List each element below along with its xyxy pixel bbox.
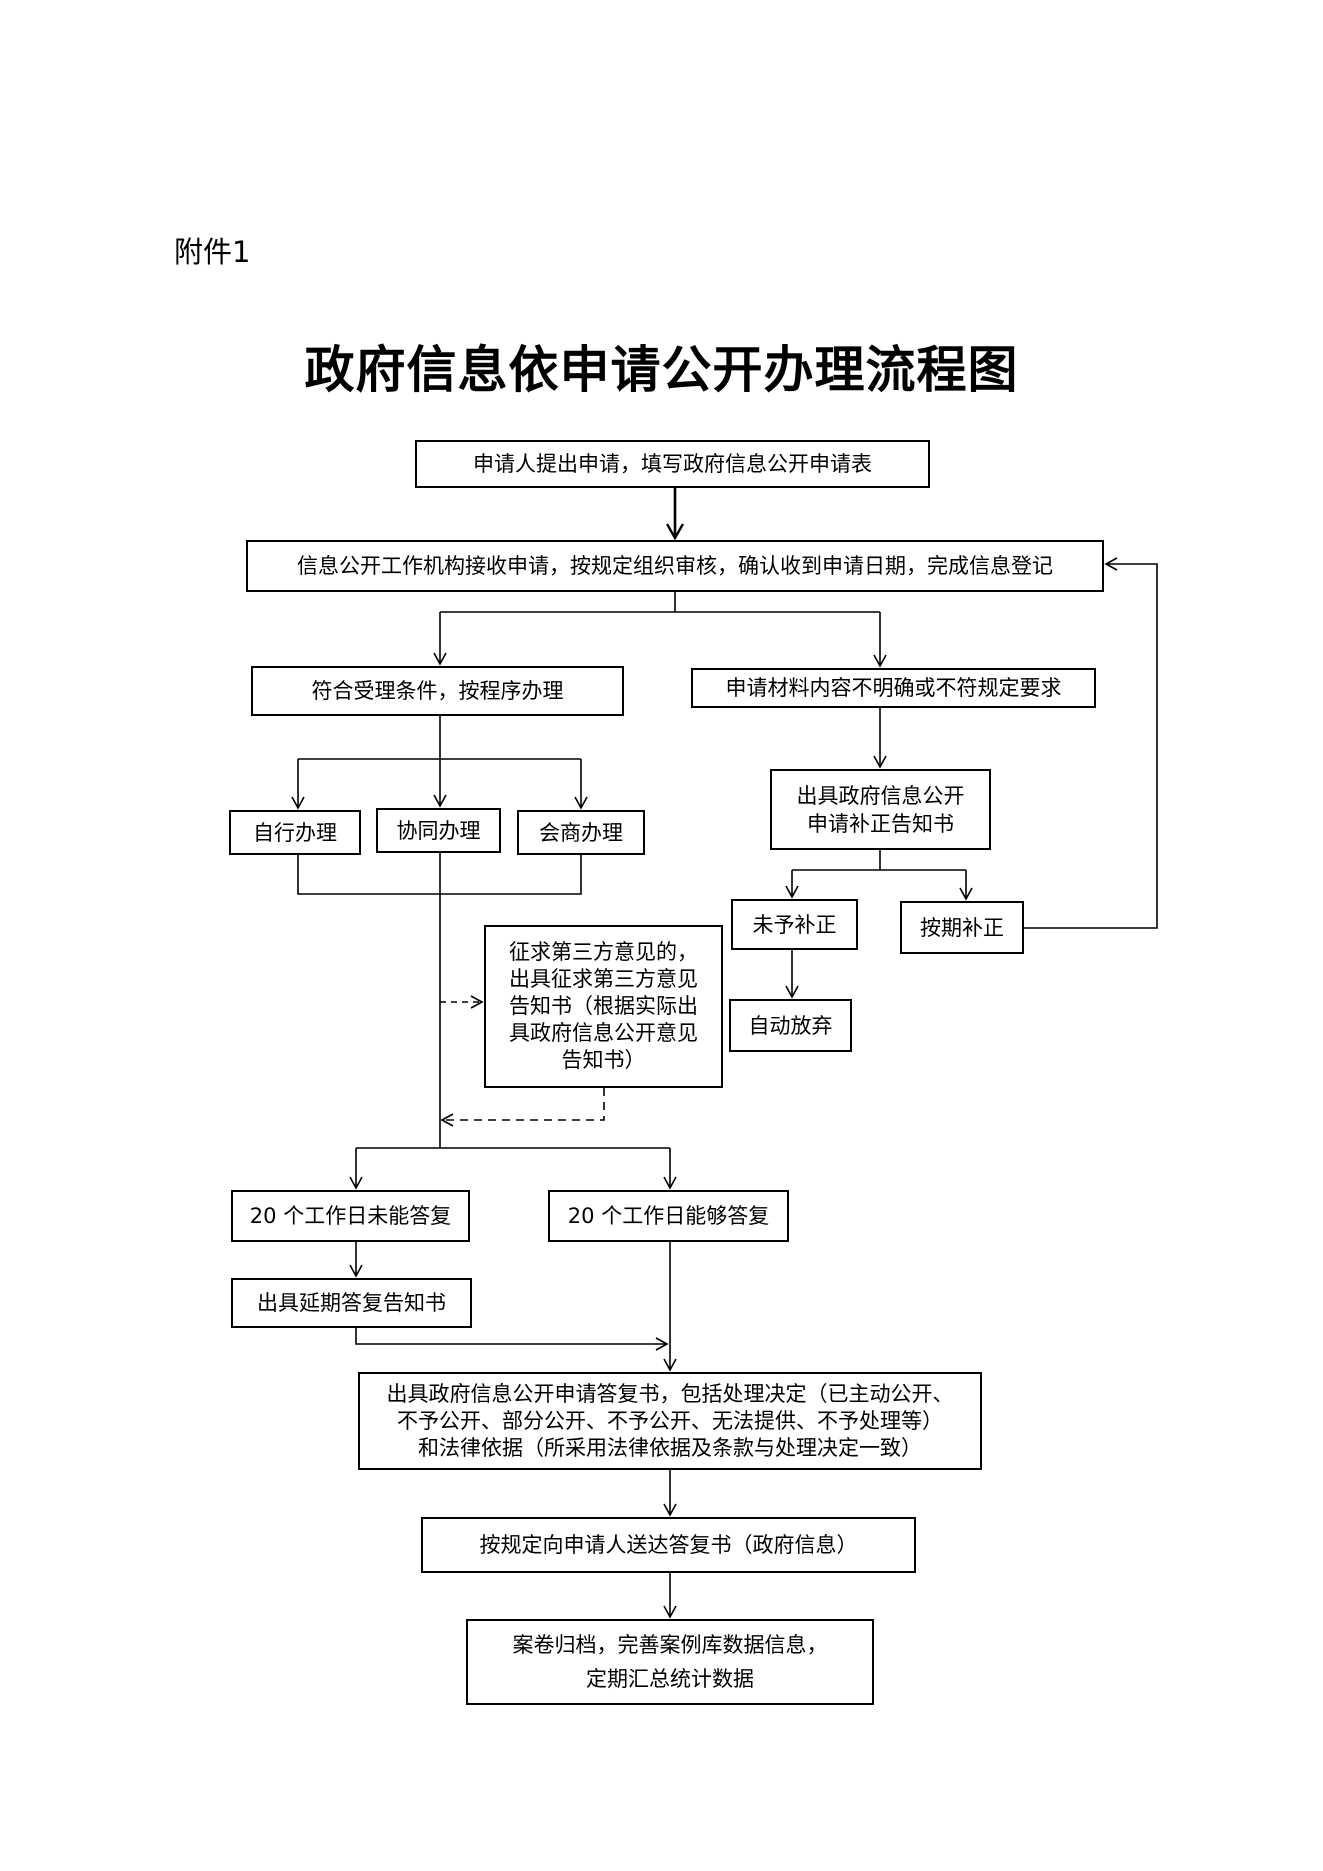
node-within-20: 20 个工作日能够答复 <box>548 1190 789 1242</box>
node-receive: 信息公开工作机构接收申请，按规定组织审核，确认收到申请日期，完成信息登记 <box>246 540 1104 592</box>
node-accept: 符合受理条件，按程序办理 <box>251 666 624 716</box>
node-extension-notice: 出具延期答复告知书 <box>231 1278 472 1328</box>
node-apply: 申请人提出申请，填写政府信息公开申请表 <box>415 440 930 488</box>
node-no-correction: 未予补正 <box>731 899 858 950</box>
node-correction-notice: 出具政府信息公开 申请补正告知书 <box>770 769 991 850</box>
node-deliver: 按规定向申请人送达答复书（政府信息） <box>421 1517 916 1573</box>
arrow-from-third-party <box>440 1088 605 1127</box>
attachment-label: 附件1 <box>174 235 251 269</box>
arrow-extension-to-reply <box>355 1328 669 1351</box>
node-archive: 案卷归档，完善案例库数据信息， 定期汇总统计数据 <box>466 1619 874 1705</box>
node-unclear: 申请材料内容不明确或不符规定要求 <box>691 668 1096 708</box>
node-auto-abandon: 自动放弃 <box>729 999 852 1052</box>
node-third-party: 征求第三方意见的， 出具征求第三方意见 告知书（根据实际出 具政府信息公开意见 … <box>484 925 723 1088</box>
node-self-handle: 自行办理 <box>229 810 361 855</box>
node-joint-handle: 协同办理 <box>376 808 501 853</box>
node-reply-letter: 出具政府信息公开申请答复书，包括处理决定（已主动公开、 不予公开、部分公开、不予… <box>358 1372 982 1470</box>
node-consult-handle: 会商办理 <box>517 810 645 855</box>
page-title: 政府信息依申请公开办理流程图 <box>304 341 1019 399</box>
arrow-feedback-to-receive <box>1024 557 1158 929</box>
node-not-within-20: 20 个工作日未能答复 <box>231 1190 470 1242</box>
node-on-time-correction: 按期补正 <box>900 901 1024 954</box>
